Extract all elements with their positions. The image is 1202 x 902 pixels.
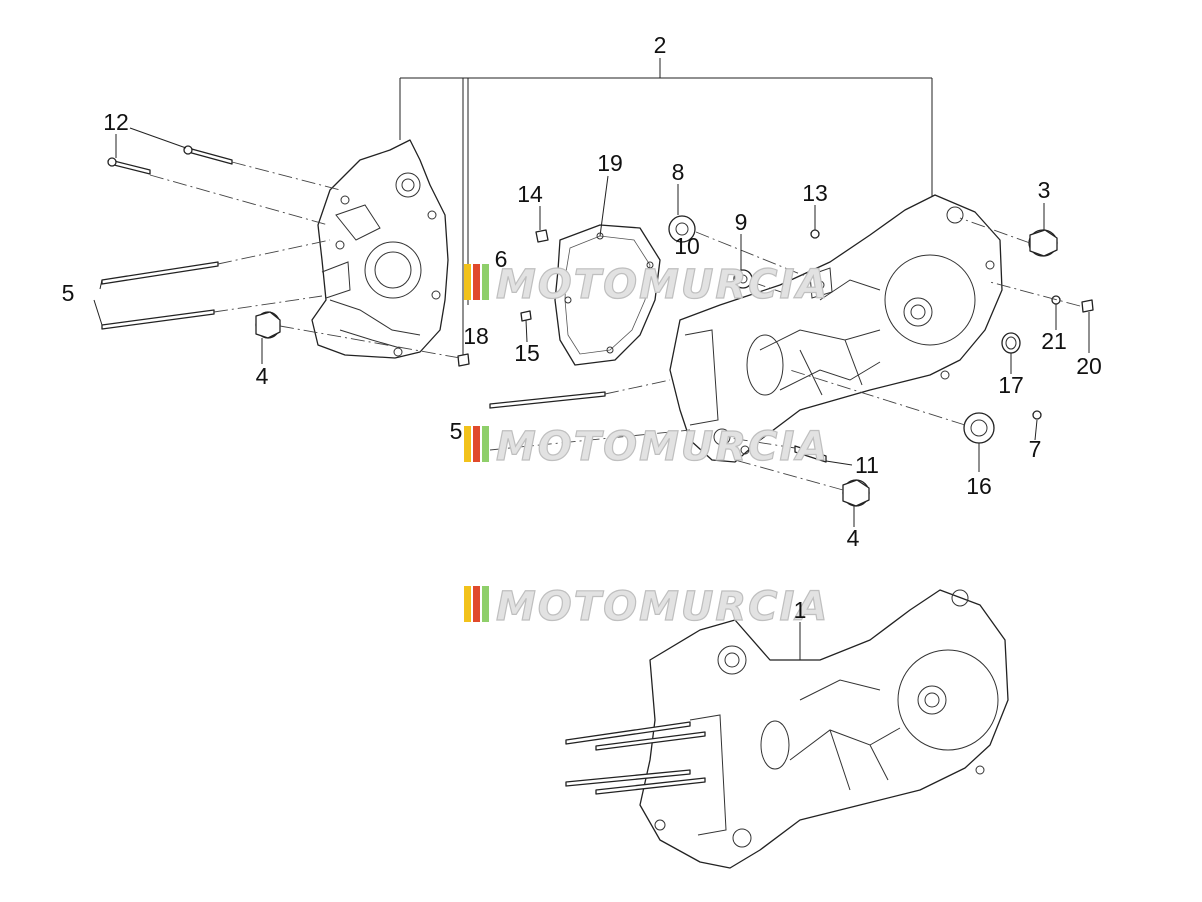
callout-label: 5	[62, 280, 75, 306]
right-crankcase-half	[669, 194, 1003, 463]
callout-label: 5	[450, 418, 463, 444]
watermark-stripe	[482, 264, 489, 300]
watermark-stripe	[464, 586, 471, 622]
callout-label: 15	[514, 340, 540, 366]
assembled-crankcase	[565, 589, 1009, 869]
callout-label: 7	[1029, 436, 1042, 462]
watermark-middle: MOTOMURCIA	[464, 423, 829, 471]
watermark-text: MOTOMURCIA	[496, 584, 829, 630]
callout-label: 4	[847, 525, 860, 551]
callout-label: 2	[654, 32, 667, 58]
watermark-stripe	[473, 264, 480, 300]
watermark-stripe	[464, 264, 471, 300]
callout-label: 10	[674, 233, 700, 259]
watermark-stripe	[473, 426, 480, 462]
callout-label: 3	[1038, 177, 1051, 203]
watermark-stripe	[464, 426, 471, 462]
callout-2-bracket	[399, 58, 933, 360]
callout-label: 19	[597, 150, 623, 176]
alignment-lines	[149, 161, 1081, 491]
callout-label: 4	[256, 363, 269, 389]
callout-label: 12	[103, 109, 129, 135]
callout-label: 13	[802, 180, 828, 206]
watermark-stripe	[482, 426, 489, 462]
callout-labels: 2 12 14 19 8 13 3 9 10 6 5 4 18 15 21 20…	[62, 32, 1102, 623]
callout-label: 18	[463, 323, 489, 349]
watermark-stripe	[473, 586, 480, 622]
callout-label: 9	[735, 209, 748, 235]
left-crankcase-half	[311, 139, 449, 359]
gasket	[554, 224, 661, 366]
callout-label: 14	[517, 181, 543, 207]
watermark-stripe	[482, 586, 489, 622]
watermark-text: MOTOMURCIA	[496, 424, 829, 470]
callout-label: 21	[1041, 328, 1067, 354]
watermark-top: MOTOMURCIA	[464, 261, 829, 309]
callout-label: 11	[855, 452, 879, 478]
callout-label: 17	[998, 372, 1024, 398]
callout-label: 16	[966, 473, 992, 499]
small-parts	[101, 145, 1094, 507]
callout-label: 1	[794, 597, 807, 623]
watermark-bottom: MOTOMURCIA	[464, 583, 829, 631]
watermark-text: MOTOMURCIA	[496, 262, 829, 308]
callout-label: 20	[1076, 353, 1102, 379]
callout-label: 6	[495, 246, 508, 272]
callout-label: 8	[672, 159, 685, 185]
